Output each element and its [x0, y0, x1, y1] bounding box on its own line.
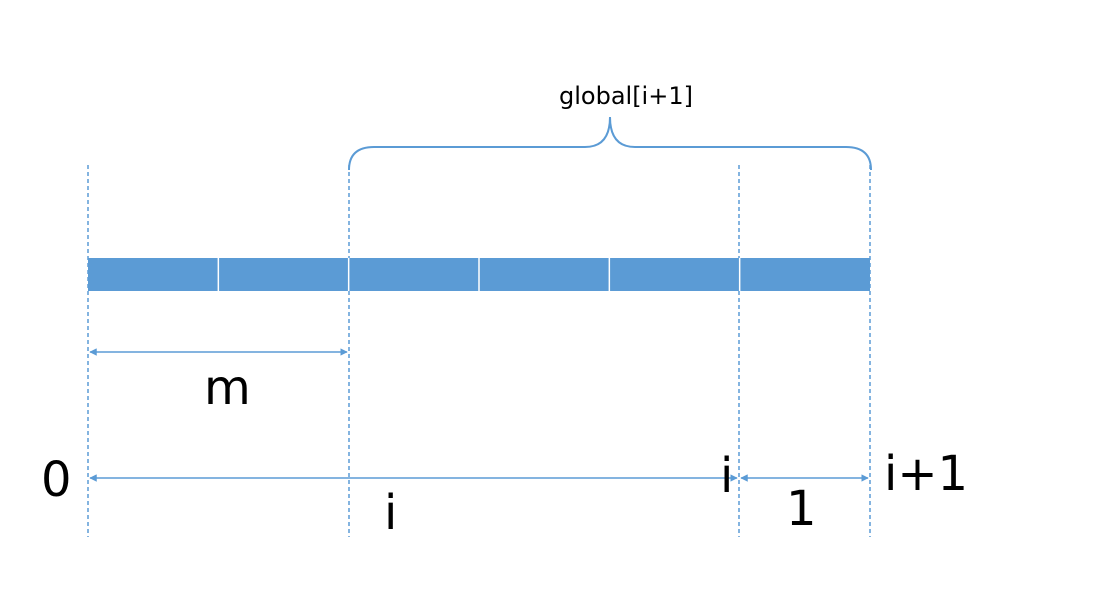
- label-one: 1: [786, 481, 817, 537]
- label-i-bottom: i: [384, 485, 398, 541]
- brace: [348, 116, 872, 171]
- brace-label: global[i+1]: [559, 82, 693, 110]
- label-zero: 0: [41, 452, 72, 508]
- segmented-bar: [88, 258, 870, 291]
- label-m: m: [204, 360, 251, 416]
- label-i-marker: i: [720, 448, 734, 504]
- label-i-plus-1: i+1: [884, 446, 969, 502]
